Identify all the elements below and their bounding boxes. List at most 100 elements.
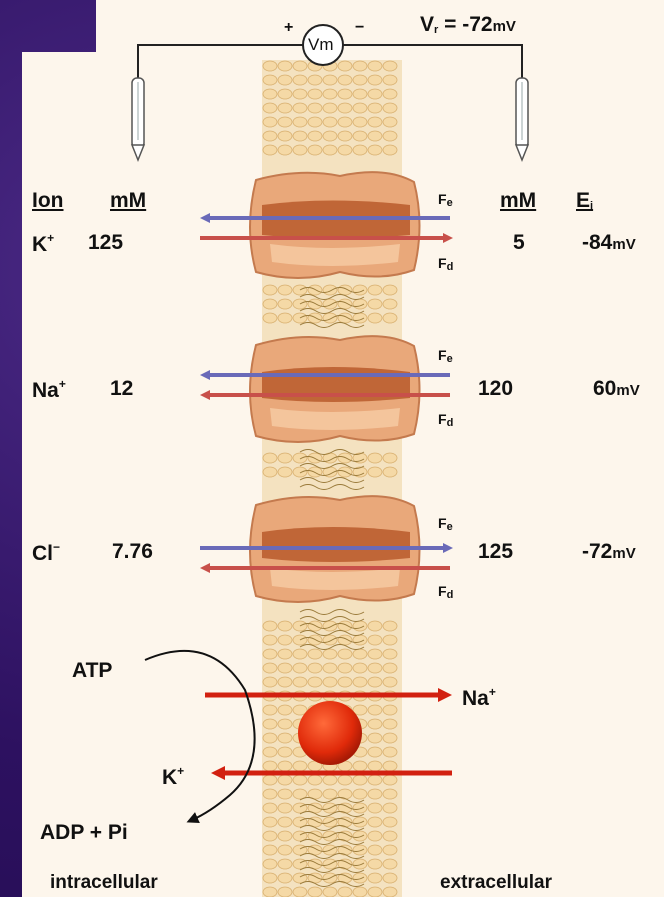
- lipid-head: [263, 775, 277, 785]
- pump-k-label: K+: [162, 765, 184, 788]
- lipid-head: [338, 299, 352, 309]
- lipid-head: [278, 75, 292, 85]
- lipid-head: [263, 75, 277, 85]
- lipid-head: [383, 803, 397, 813]
- lipid-head: [368, 733, 382, 743]
- lipid-head: [323, 649, 337, 659]
- lipid-head: [383, 859, 397, 869]
- lipid-head: [353, 803, 367, 813]
- lipid-head: [323, 285, 337, 295]
- lipid-head: [263, 467, 277, 477]
- lipid-head: [308, 103, 322, 113]
- lipid-head: [383, 299, 397, 309]
- lipid-head: [353, 887, 367, 897]
- lipid-head: [278, 831, 292, 841]
- lipid-head: [383, 831, 397, 841]
- region-intracellular: intracellular: [50, 873, 158, 892]
- ion-na-symbol: Na+: [32, 378, 66, 401]
- lipid-head: [383, 131, 397, 141]
- ion-na-out: 120: [478, 378, 513, 399]
- lipid-head: [383, 145, 397, 155]
- lipid-head: [263, 761, 277, 771]
- lipid-head: [353, 145, 367, 155]
- lipid-head: [353, 75, 367, 85]
- ion-k-ei: -84mV: [582, 232, 636, 253]
- lipid-head: [383, 103, 397, 113]
- header-mm-out: mM: [500, 190, 536, 211]
- lipid-head: [263, 817, 277, 827]
- lipid-head: [278, 299, 292, 309]
- lipid-head: [263, 677, 277, 687]
- lipid-head: [323, 635, 337, 645]
- header-mm-in: mM: [110, 190, 146, 211]
- lipid-head: [308, 117, 322, 127]
- lipid-head: [383, 61, 397, 71]
- lipid-head: [263, 145, 277, 155]
- lipid-head: [308, 887, 322, 897]
- lipid-head: [338, 649, 352, 659]
- lipid-head: [263, 103, 277, 113]
- lipid-head: [308, 131, 322, 141]
- lipid-head: [368, 299, 382, 309]
- lipid-head: [338, 61, 352, 71]
- lipid-head: [278, 313, 292, 323]
- lipid-head: [263, 663, 277, 673]
- lipid-head: [278, 733, 292, 743]
- lipid-head: [278, 859, 292, 869]
- voltmeter-plus: +: [284, 20, 293, 36]
- lipid-head: [263, 803, 277, 813]
- ion-na-in: 12: [110, 378, 133, 399]
- lipid-head: [353, 131, 367, 141]
- lipid-head: [278, 663, 292, 673]
- lipid-head: [383, 467, 397, 477]
- resting-potential: Vr = -72mV: [420, 14, 516, 36]
- lipid-head: [278, 761, 292, 771]
- lipid-head: [278, 873, 292, 883]
- electrode-left-icon: [132, 78, 144, 160]
- ion-k-symbol: K+: [32, 232, 54, 255]
- lipid-head: [338, 103, 352, 113]
- lipid-head: [383, 663, 397, 673]
- lipid-head: [293, 145, 307, 155]
- lipid-head: [308, 75, 322, 85]
- lipid-head: [383, 775, 397, 785]
- lipid-head: [368, 817, 382, 827]
- header-ei: Ei: [576, 190, 593, 212]
- lipid-head: [383, 89, 397, 99]
- lipid-head: [278, 817, 292, 827]
- lipid-head: [278, 145, 292, 155]
- lipid-head: [278, 61, 292, 71]
- lipid-head: [308, 145, 322, 155]
- lipid-head: [323, 89, 337, 99]
- lipid-head: [293, 663, 307, 673]
- lipid-head: [353, 649, 367, 659]
- lipid-head: [278, 677, 292, 687]
- lipid-head: [383, 453, 397, 463]
- lipid-head: [308, 89, 322, 99]
- k-channel-icon: [250, 172, 420, 278]
- lipid-head: [353, 285, 367, 295]
- lipid-head: [368, 747, 382, 757]
- lipid-head: [338, 313, 352, 323]
- lipid-head: [368, 285, 382, 295]
- lipid-head: [353, 677, 367, 687]
- lipid-head: [278, 845, 292, 855]
- lipid-head: [263, 887, 277, 897]
- lipid-head: [383, 677, 397, 687]
- lipid-head: [323, 677, 337, 687]
- electrode-right-icon: [516, 78, 528, 160]
- lipid-head: [278, 103, 292, 113]
- lipid-head: [368, 75, 382, 85]
- lipid-head: [353, 761, 367, 771]
- lipid-head: [263, 89, 277, 99]
- lipid-head: [353, 831, 367, 841]
- lipid-head: [338, 663, 352, 673]
- lipid-head: [308, 663, 322, 673]
- lipid-head: [293, 75, 307, 85]
- lipid-head: [263, 873, 277, 883]
- lipid-head: [278, 747, 292, 757]
- lipid-head: [263, 789, 277, 799]
- lipid-head: [368, 803, 382, 813]
- lipid-head: [353, 845, 367, 855]
